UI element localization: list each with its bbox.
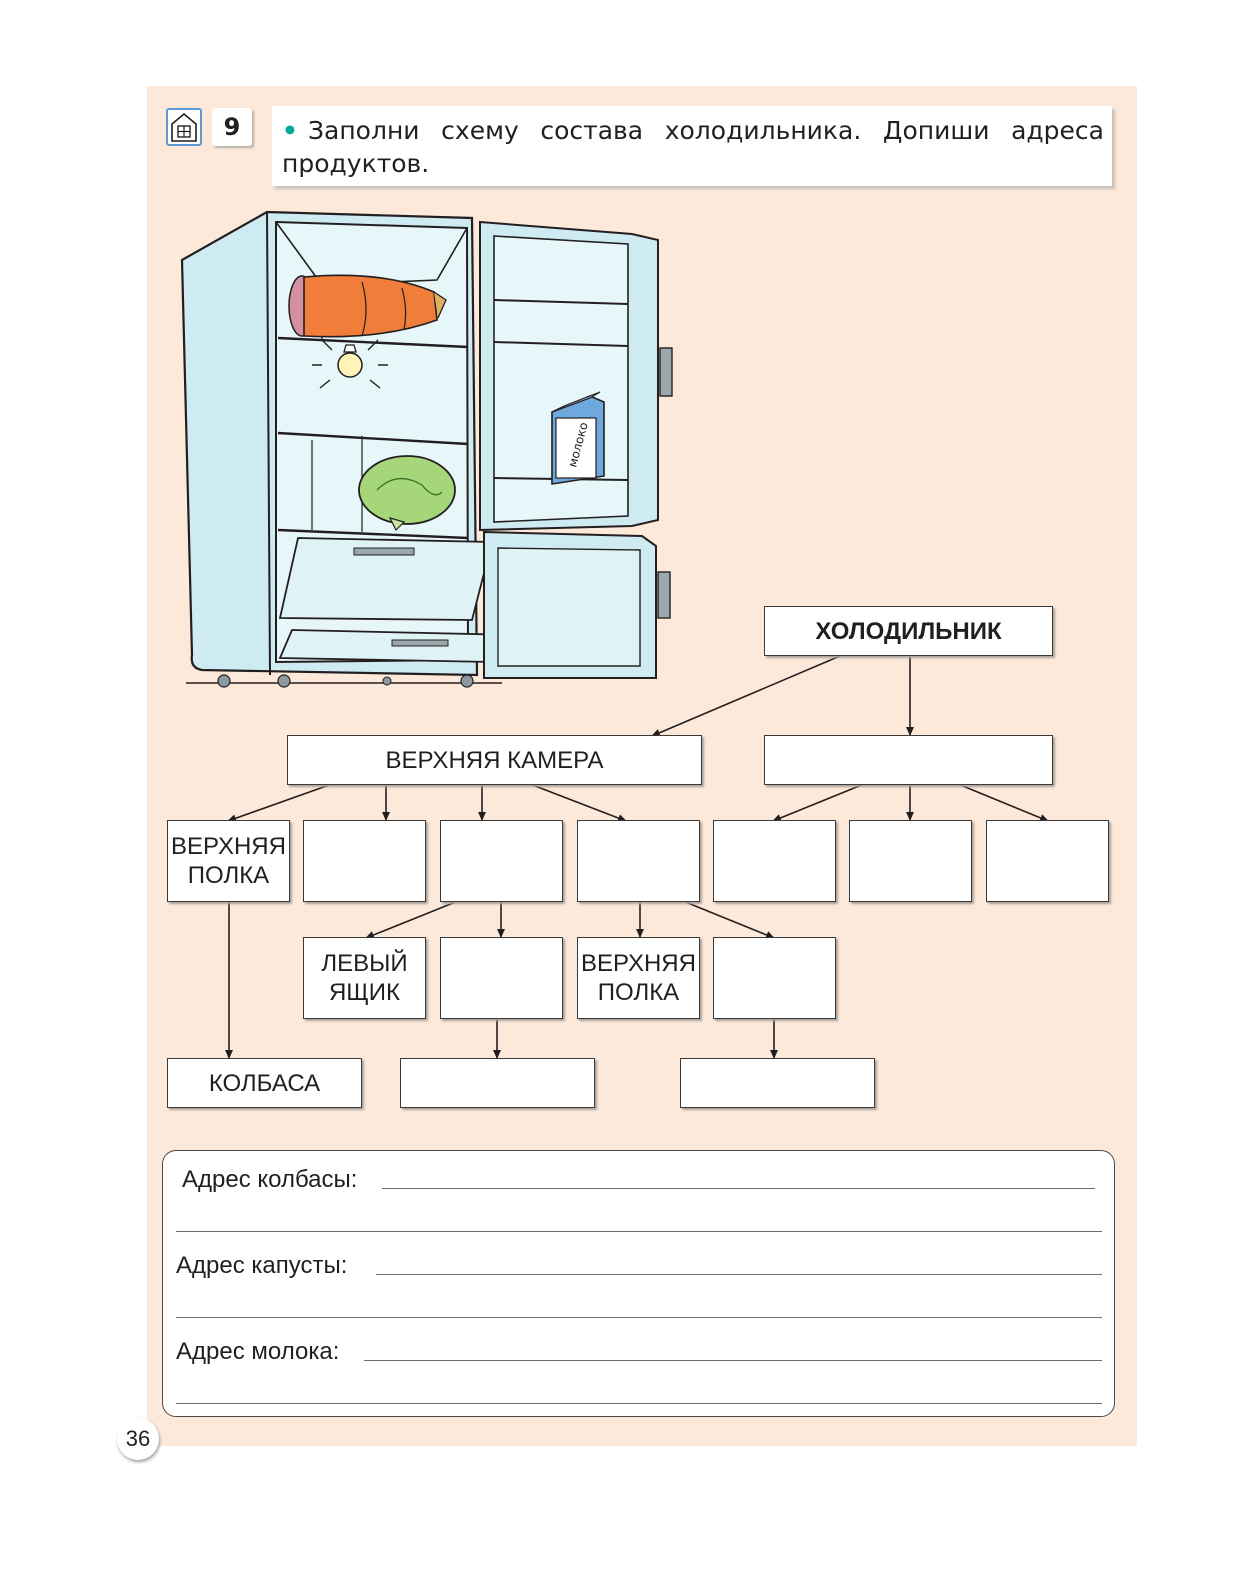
drawer-box-empty[interactable]	[440, 937, 563, 1019]
product-box-empty-2[interactable]	[680, 1058, 875, 1108]
product-box-empty-1[interactable]	[400, 1058, 595, 1108]
upper-chamber-box: ВЕРХНЯЯ КАМЕРА	[287, 735, 702, 785]
milk-address-label: Адрес молока:	[176, 1338, 340, 1365]
lower-part-box-2[interactable]	[849, 820, 972, 902]
home-task-icon	[166, 108, 202, 146]
bullet-icon: •	[282, 116, 298, 145]
sausage-address-line-2[interactable]	[176, 1231, 1102, 1232]
page-number: 36	[117, 1418, 159, 1460]
left-drawer-box: ЛЕВЫЙ ЯЩИК	[303, 937, 426, 1019]
cabbage-address-line-2[interactable]	[176, 1317, 1102, 1318]
milk-address-line-2[interactable]	[176, 1403, 1102, 1404]
upper-part-box-4[interactable]	[577, 820, 700, 902]
answer-panel	[162, 1150, 1115, 1417]
task-instruction: •Заполни схему состава холодильника. Доп…	[282, 114, 1104, 180]
upper-shelf-box: ВЕРХНЯЯ ПОЛКА	[167, 820, 290, 902]
upper-part-box-2[interactable]	[303, 820, 426, 902]
door-shelf-box-empty[interactable]	[713, 937, 836, 1019]
fridge-illustration: молоко	[180, 210, 673, 688]
lower-part-box-1[interactable]	[713, 820, 836, 902]
cabbage-address-label: Адрес капусты:	[176, 1252, 348, 1279]
task-number: 9	[212, 108, 252, 146]
door-upper-shelf-box: ВЕРХНЯЯ ПОЛКА	[577, 937, 700, 1019]
milk-address-line[interactable]	[364, 1360, 1102, 1361]
task-instruction-text: Заполни схему состава холодильника. Допи…	[282, 116, 1104, 178]
lower-chamber-box-empty[interactable]	[764, 735, 1053, 785]
sausage-address-label: Адрес колбасы:	[182, 1166, 358, 1193]
task-instruction-box: •Заполни схему состава холодильника. Доп…	[272, 106, 1112, 186]
lower-part-box-3[interactable]	[986, 820, 1109, 902]
sausage-box: КОЛБАСА	[167, 1058, 362, 1108]
upper-part-box-3[interactable]	[440, 820, 563, 902]
sausage-address-line[interactable]	[382, 1188, 1095, 1189]
root-box: ХОЛОДИЛЬНИК	[764, 606, 1053, 656]
cabbage-address-line[interactable]	[376, 1274, 1102, 1275]
